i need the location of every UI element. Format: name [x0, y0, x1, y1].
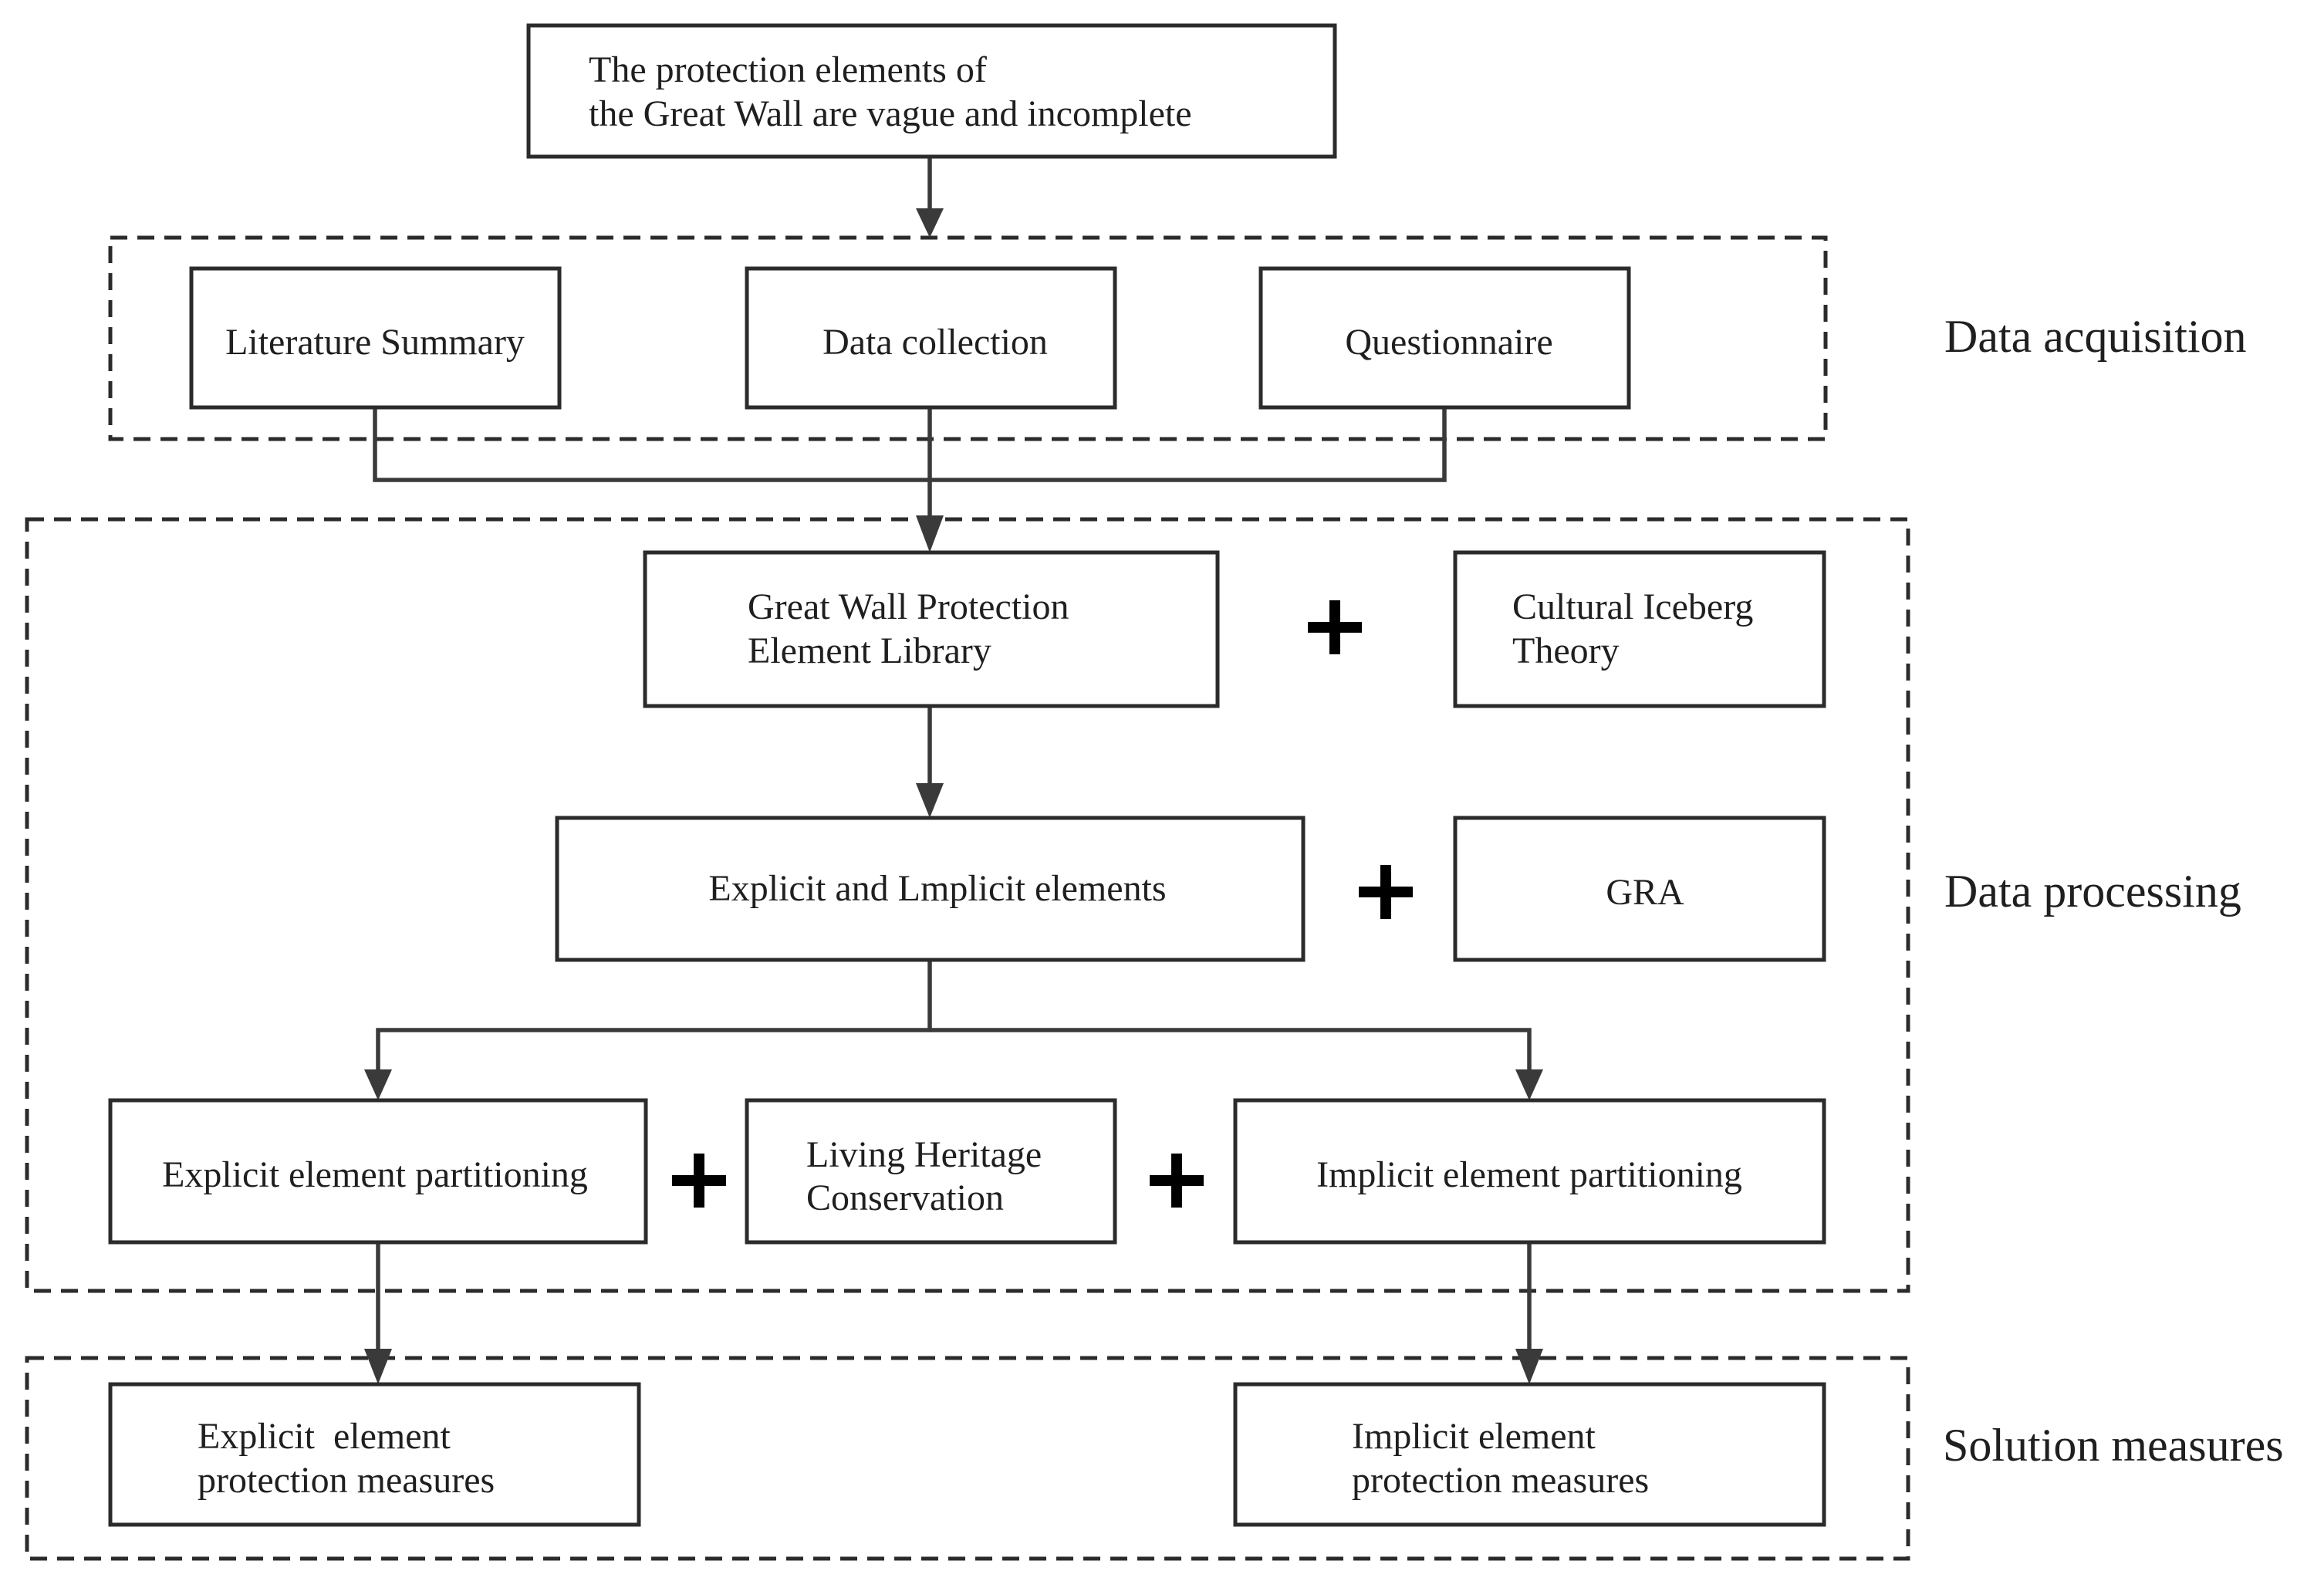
living-heritage-line-1: Living Heritage: [806, 1134, 1042, 1175]
data-acquisition-group: [108, 235, 1828, 441]
implicit-solution-line-2: protection measures: [1352, 1460, 1649, 1501]
problem-box: The protection elements of the Great Wal…: [526, 23, 1337, 159]
cultural-iceberg-box: Cultural Iceberg Theory: [1453, 550, 1826, 708]
questionnaire-box: Questionnaire: [1258, 266, 1631, 410]
problem-line-1: The protection elements of: [589, 49, 987, 90]
literature-summary-label: Literature Summary: [225, 322, 525, 363]
implicit-partitioning-label: Implicit element partitioning: [1316, 1154, 1742, 1195]
element-library-line-1: Great Wall Protection: [748, 586, 1069, 627]
arrowhead-implicit-solution: [1515, 1349, 1543, 1384]
data-collection-label: Data collection: [823, 322, 1048, 363]
living-heritage-line-2: Conservation: [806, 1177, 1004, 1218]
implicit-solution-line-1: Implicit element: [1352, 1416, 1596, 1457]
explicit-implicit-label: Explicit and Lmplicit elements: [708, 868, 1166, 909]
plus-icon: [672, 1154, 726, 1208]
questionnaire-label: Questionnaire: [1345, 322, 1552, 363]
connector-split-right: [930, 1028, 1532, 1073]
arrowhead-explicit-partitioning: [364, 1069, 392, 1100]
stage-label-data-processing: Data processing: [1944, 866, 2241, 917]
arrowhead-top: [916, 208, 944, 238]
element-library-box: Great Wall Protection Element Library: [643, 550, 1220, 708]
explicit-partitioning-box: Explicit element partitioning: [108, 1098, 648, 1245]
cultural-iceberg-line-1: Cultural Iceberg: [1512, 586, 1753, 627]
cultural-iceberg-line-2: Theory: [1512, 630, 1620, 671]
explicit-solution-box: Explicit element protection measures: [108, 1382, 641, 1527]
connector-split: [376, 960, 932, 1073]
explicit-solution-line-1: Explicit element: [198, 1416, 451, 1457]
literature-summary-box: Literature Summary: [189, 266, 562, 410]
implicit-solution-box: Implicit element protection measures: [1233, 1382, 1826, 1527]
implicit-partitioning-box: Implicit element partitioning: [1233, 1098, 1826, 1245]
explicit-implicit-elements-box: Explicit and Lmplicit elements: [555, 816, 1306, 962]
connectors: [364, 157, 1543, 1384]
plus-icon: [1359, 865, 1413, 919]
connector-literature-merge: [373, 407, 1447, 482]
gra-label: GRA: [1606, 872, 1684, 913]
gra-box: GRA: [1453, 816, 1826, 962]
arrowhead-implicit-partitioning: [1515, 1069, 1543, 1100]
arrowhead-explicit-solution: [364, 1349, 392, 1384]
data-processing-group: [25, 517, 1910, 1293]
data-collection-box: Data collection: [745, 266, 1117, 410]
plus-icon: [1308, 600, 1362, 654]
arrowhead-elements: [916, 783, 944, 818]
living-heritage-box: Living Heritage Conservation: [745, 1098, 1117, 1245]
explicit-solution-line-2: protection measures: [198, 1460, 495, 1501]
plus-icon: [1150, 1154, 1204, 1208]
solution-measures-group: [25, 1356, 1910, 1561]
element-library-line-2: Element Library: [748, 630, 991, 671]
stage-label-data-acquisition: Data acquisition: [1944, 311, 2247, 362]
explicit-partitioning-label: Explicit element partitioning: [162, 1154, 588, 1195]
arrowhead-library: [916, 515, 944, 552]
stage-label-solution-measures: Solution measures: [1943, 1420, 2284, 1471]
problem-line-2: the Great Wall are vague and incomplete: [589, 93, 1192, 134]
